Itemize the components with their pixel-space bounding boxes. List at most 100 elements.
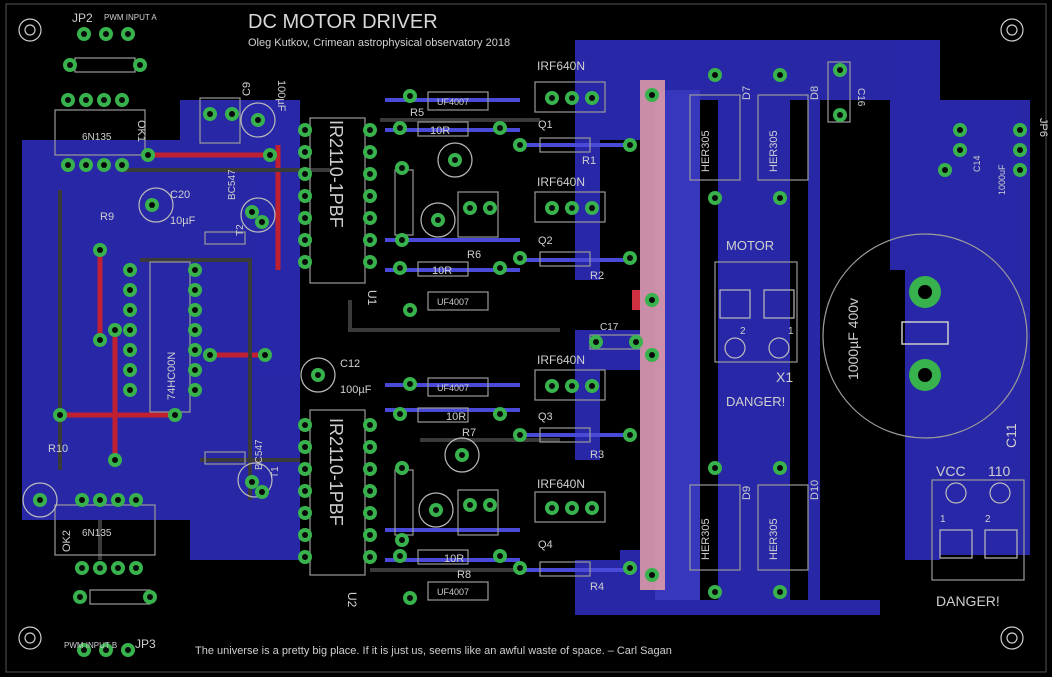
pad-hole <box>549 95 555 101</box>
pad-hole <box>487 205 493 211</box>
pad-hole <box>399 165 405 171</box>
pad-hole <box>103 647 109 653</box>
pad-hole <box>97 337 103 343</box>
d10-type: HER305 <box>768 518 780 560</box>
pad-hole <box>497 553 503 559</box>
pad-hole <box>81 647 87 653</box>
pad-hole <box>302 149 308 155</box>
q1-type: IRF640N <box>537 59 585 73</box>
pad-hole <box>367 193 373 199</box>
pad-hole <box>259 219 265 225</box>
r9-label: R9 <box>100 211 114 223</box>
supply-pin1: 1 <box>940 514 946 525</box>
pad-hole <box>467 205 473 211</box>
pad-hole <box>549 205 555 211</box>
pwm-input-a-label: PWM INPUT A <box>104 13 157 22</box>
pad-hole <box>302 193 308 199</box>
pad-hole <box>367 510 373 516</box>
c12-label: C12 <box>340 358 360 370</box>
pad-hole <box>192 367 198 373</box>
x1-pin1: 1 <box>788 326 794 337</box>
pad-hole <box>627 432 633 438</box>
pad-hole <box>302 444 308 450</box>
pad-hole <box>127 307 133 313</box>
power-trace <box>640 80 665 590</box>
pad-hole <box>249 209 255 215</box>
pad-hole <box>367 215 373 221</box>
ok1-chip-label: 6N135 <box>82 132 112 143</box>
pad-hole <box>367 237 373 243</box>
ok2-chip-label: 6N135 <box>82 528 112 539</box>
pad-hole <box>627 255 633 261</box>
pad-hole <box>1017 167 1023 173</box>
pad-hole <box>367 171 373 177</box>
pad-hole <box>549 383 555 389</box>
q4-label: Q4 <box>538 539 553 551</box>
ok1-label: OK1 <box>135 120 147 142</box>
pad-hole <box>777 195 783 201</box>
pad-hole <box>145 152 151 158</box>
pad-hole <box>367 127 373 133</box>
pad-hole <box>837 67 843 73</box>
x1-pin2: 2 <box>740 326 746 337</box>
pad-hole <box>367 466 373 472</box>
c9-label: C9 <box>241 82 253 96</box>
pad-hole <box>467 502 473 508</box>
motor-label: MOTOR <box>726 238 774 253</box>
pad-hole <box>127 287 133 293</box>
pad-hole <box>127 347 133 353</box>
q2-type: IRF640N <box>537 175 585 189</box>
c20-label: C20 <box>170 189 190 201</box>
d7-label: D7 <box>741 86 753 100</box>
pad-hole <box>302 237 308 243</box>
pad-hole <box>777 465 783 471</box>
r7-value: 10R <box>446 411 466 423</box>
r8-value: 10R <box>444 553 464 565</box>
pad-hole <box>133 497 139 503</box>
pad-hole <box>399 465 405 471</box>
d4-type: UF4007 <box>437 587 469 597</box>
pad-hole <box>367 554 373 560</box>
pad-hole <box>37 497 43 503</box>
pad-hole <box>65 97 71 103</box>
pad-hole <box>589 205 595 211</box>
pad-hole <box>497 411 503 417</box>
d3-type: UF4007 <box>437 383 469 393</box>
pad-hole <box>259 489 265 495</box>
r6-label: R6 <box>467 249 481 261</box>
pad-hole <box>302 259 308 265</box>
v110-label: 110 <box>988 463 1011 479</box>
pad-hole <box>589 383 595 389</box>
c12-value: 100µF <box>340 384 372 396</box>
r4-label: R4 <box>590 581 604 593</box>
pad-hole <box>1017 147 1023 153</box>
jp2-label: JP2 <box>72 11 93 25</box>
pad-hole <box>407 595 413 601</box>
pad-hole <box>119 97 125 103</box>
t2-label: T2 <box>235 224 246 236</box>
danger-label-motor: DANGER! <box>726 394 785 409</box>
d1-type: UF4007 <box>437 97 469 107</box>
pad-hole <box>127 267 133 273</box>
pad-hole <box>942 167 948 173</box>
pad-hole <box>125 647 131 653</box>
pad-hole <box>517 432 523 438</box>
pad-hole <box>712 465 718 471</box>
d2-type: UF4007 <box>437 297 469 307</box>
d9-label: D9 <box>741 486 753 500</box>
pad-hole <box>302 171 308 177</box>
pad-hole <box>569 95 575 101</box>
pad-hole <box>119 162 125 168</box>
x1-label: X1 <box>776 369 793 385</box>
q1-label: Q1 <box>538 119 553 131</box>
pad-hole <box>101 162 107 168</box>
d8-label: D8 <box>809 86 821 100</box>
c17-label: C17 <box>600 322 619 333</box>
pad-hole <box>435 217 441 223</box>
pad-hole <box>315 372 321 378</box>
board-subtitle: Oleg Kutkov, Crimean astrophysical obser… <box>248 37 510 49</box>
pad-hole <box>192 267 198 273</box>
pad-hole <box>79 565 85 571</box>
pad-hole <box>79 497 85 503</box>
